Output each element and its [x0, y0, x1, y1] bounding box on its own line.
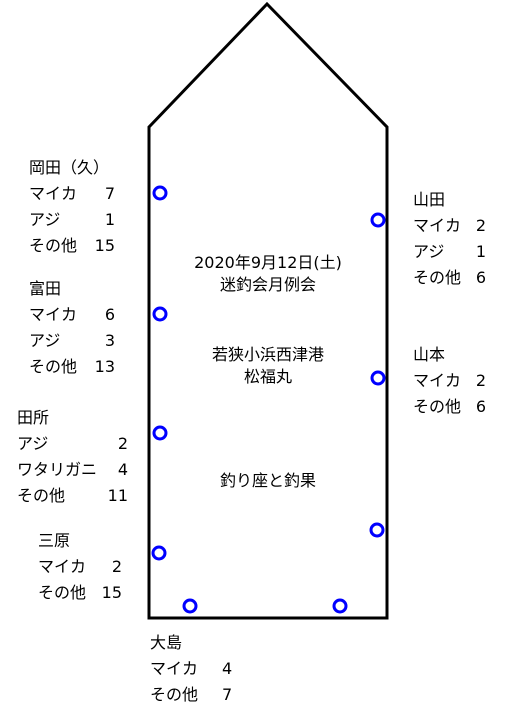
- catch-row: その他 13: [29, 354, 115, 380]
- fish-count: 2: [475, 371, 486, 390]
- fish-name: マイカ: [29, 184, 78, 203]
- fish-name: その他: [38, 583, 87, 602]
- fish-name: その他: [413, 397, 462, 416]
- angler-mihara: 三原 マイカ 2 その他 15: [38, 528, 122, 606]
- angler-name: 三原: [38, 531, 71, 550]
- fish-count: 1: [475, 242, 486, 261]
- fish-count: 4: [222, 659, 233, 678]
- catch-row: その他 7: [150, 682, 232, 708]
- fish-name: アジ: [17, 434, 49, 453]
- seat-marker-tomita: [152, 306, 168, 322]
- catch-row: マイカ 2: [38, 554, 122, 580]
- event-title: 迷釣会月例会: [219, 275, 316, 294]
- fish-name: マイカ: [29, 305, 78, 324]
- port-name: 若狭小浜西津港: [211, 345, 324, 364]
- fish-name: その他: [29, 357, 78, 376]
- angler-name: 岡田（久）: [29, 158, 110, 177]
- event-header: 2020年9月12日(土) 迷釣会月例会: [168, 252, 368, 296]
- fish-name: アジ: [29, 210, 61, 229]
- fish-name: ワタリガニ: [17, 460, 98, 479]
- event-date: 2020年9月12日(土): [194, 253, 342, 272]
- catch-row: ワタリガニ 4: [17, 457, 128, 483]
- fish-name: その他: [29, 236, 78, 255]
- fish-name: マイカ: [413, 216, 462, 235]
- catch-row: アジ 1: [413, 239, 486, 265]
- seat-marker-mihara: [151, 545, 167, 561]
- angler-name: 富田: [29, 279, 62, 298]
- catch-row: その他 11: [17, 483, 128, 509]
- fish-count: 6: [104, 305, 115, 324]
- fish-count: 13: [94, 357, 115, 376]
- catch-row: その他 6: [413, 394, 486, 420]
- fish-name: マイカ: [150, 659, 199, 678]
- fish-name: その他: [17, 486, 66, 505]
- fish-count: 3: [104, 331, 115, 350]
- angler-tomita: 富田 マイカ 6 アジ 3 その他 13: [29, 276, 115, 380]
- fish-count: 15: [101, 583, 122, 602]
- port-info: 若狭小浜西津港 松福丸: [168, 344, 368, 388]
- fish-count: 6: [475, 397, 486, 416]
- catch-row: その他 6: [413, 265, 486, 291]
- angler-oshima: 大島 マイカ 4 その他 7: [150, 630, 232, 708]
- fish-count: 6: [475, 268, 486, 287]
- seat-marker-okada: [152, 185, 168, 201]
- angler-okada: 岡田（久） マイカ 7 アジ 1 その他 15: [29, 155, 115, 259]
- seat-marker-tadokoro: [152, 425, 168, 441]
- fish-count: 7: [104, 184, 115, 203]
- angler-tadokoro: 田所 アジ 2 ワタリガニ 4 その他 11: [17, 405, 128, 509]
- fish-count: 2: [475, 216, 486, 235]
- fish-count: 15: [94, 236, 115, 255]
- seat-marker-oshima-right: [332, 598, 348, 614]
- fish-name: その他: [150, 685, 199, 704]
- fish-name: その他: [413, 268, 462, 287]
- seat-marker-yamamoto: [370, 370, 386, 386]
- catch-row: アジ 1: [29, 207, 115, 233]
- fish-name: アジ: [29, 331, 61, 350]
- angler-name: 山本: [413, 345, 446, 364]
- angler-name: 山田: [413, 190, 446, 209]
- seat-marker-yamada: [370, 212, 386, 228]
- catch-row: マイカ 7: [29, 181, 115, 207]
- fish-count: 4: [117, 460, 128, 479]
- angler-name: 田所: [17, 408, 50, 427]
- fish-name: マイカ: [38, 557, 87, 576]
- catch-row: マイカ 6: [29, 302, 115, 328]
- boat-hull-outline: [147, 1, 389, 620]
- fish-name: マイカ: [413, 371, 462, 390]
- angler-yamamoto: 山本 マイカ 2 その他 6: [413, 342, 486, 420]
- catch-row: その他 15: [29, 233, 115, 259]
- fish-name: アジ: [413, 242, 445, 261]
- catch-row: マイカ 2: [413, 368, 486, 394]
- seat-marker-oshima-left: [182, 598, 198, 614]
- catch-row: その他 15: [38, 580, 122, 606]
- fish-count: 7: [222, 685, 233, 704]
- fish-count: 2: [111, 557, 122, 576]
- fish-count: 1: [104, 210, 115, 229]
- catch-row: マイカ 2: [413, 213, 486, 239]
- fish-count: 11: [107, 486, 128, 505]
- catch-row: マイカ 4: [150, 656, 232, 682]
- angler-yamada: 山田 マイカ 2 アジ 1 その他 6: [413, 187, 486, 291]
- seat-marker-stern-right: [369, 522, 385, 538]
- catch-row: アジ 2: [17, 431, 128, 457]
- fish-count: 2: [117, 434, 128, 453]
- catch-row: アジ 3: [29, 328, 115, 354]
- boat-name: 松福丸: [243, 367, 292, 386]
- diagram-caption: 釣り座と釣果: [168, 470, 368, 492]
- caption-text: 釣り座と釣果: [219, 471, 316, 490]
- angler-name: 大島: [150, 633, 183, 652]
